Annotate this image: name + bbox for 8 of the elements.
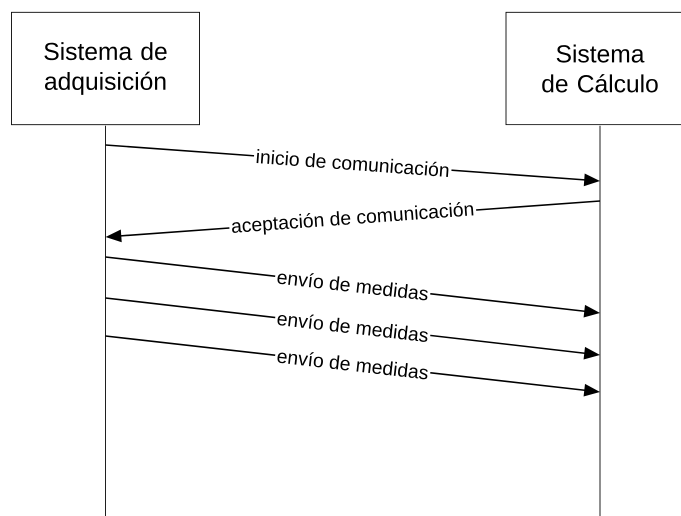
lifeline xyxy=(105,125,106,516)
edge-label: envío de medidas xyxy=(274,267,432,303)
edge-label: envío de medidas xyxy=(274,346,432,382)
edge-label: envío de medidas xyxy=(274,308,432,344)
edge-label: inicio de comunicación xyxy=(253,146,452,180)
edge-label: aceptación de comunicación xyxy=(228,199,477,239)
system-box: Sistema de adquisición xyxy=(11,12,200,126)
system-box: Sistema de Cálculo xyxy=(506,12,681,126)
